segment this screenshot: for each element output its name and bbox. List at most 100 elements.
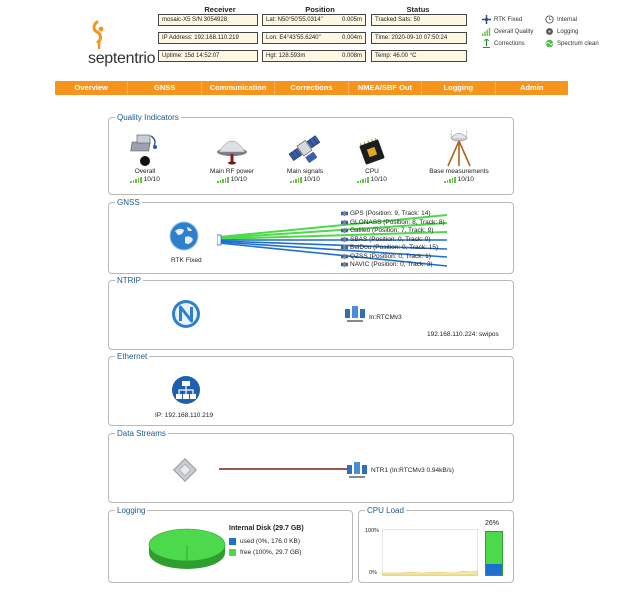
ethernet-ip: IP: 192.168.110.219	[155, 412, 214, 419]
tab-communication[interactable]: Communication	[202, 81, 276, 95]
quality-bars-icon	[130, 176, 142, 183]
tab-overview[interactable]: Overview	[55, 81, 129, 95]
legend-logging: Logging	[545, 27, 578, 36]
datastreams-panel: Data Streams NTR1 (In:RTCMv3 0.94kB/s)	[108, 429, 514, 503]
receiver-ip: IP Address: 192.168.110.219	[158, 32, 258, 44]
brand-name: septentrio	[88, 50, 156, 67]
tab-nmea-sbf-out[interactable]: NMEA/SBF Out	[349, 81, 423, 95]
stream-link-line	[219, 468, 347, 470]
lat-accuracy: 0.005m	[341, 17, 362, 23]
status-temp: Temp: 46.00 °C	[371, 50, 467, 62]
quality-score: 10/10	[457, 176, 474, 183]
constellation-label: BeiDou (Position: 0, Track: 15)	[350, 244, 439, 251]
disk-free: free (100%, 29.7 GB)	[240, 549, 302, 556]
quality-bars-icon	[482, 27, 491, 36]
hgt-value: Hgt: 128.593m	[266, 53, 306, 59]
position-hgt: Hgt: 128.593m 0.008m	[262, 50, 366, 62]
used-swatch	[229, 538, 236, 545]
constellation-label: SBAS (Position: 0, Track: 0)	[350, 235, 431, 243]
gnss-panel: GNSS RTK Fixed GPS (Position: 9, Track: …	[108, 198, 514, 274]
sat-galileo[interactable]: Galileo (Position: 7, Track: 9)	[341, 227, 433, 234]
logging-icon	[546, 28, 553, 35]
tab-logging[interactable]: Logging	[422, 81, 496, 95]
datastream-label: NTR1 (In:RTCMv3 0.94kB/s)	[371, 467, 454, 474]
constellation-label: GLONASS (Position: 8, Track: 8)	[350, 218, 445, 226]
cpu-chip-icon	[359, 137, 385, 165]
legend-label: Corrections	[494, 40, 525, 47]
constellation-label: NAVIC (Position: 0, Track: 3)	[350, 261, 433, 268]
receiver-overall-icon	[130, 134, 157, 166]
lon-value: Lon: E4°43'55.6240"	[266, 35, 321, 41]
quality-label: Main RF power	[209, 168, 255, 175]
quality-base-measurements[interactable]: Base measurements 10/10	[417, 130, 501, 183]
disk-free-row: free (100%, 29.7 GB)	[229, 549, 301, 556]
base-station-icon	[447, 130, 471, 167]
cpu-percent: 26%	[485, 520, 500, 527]
cpu-load-bar	[485, 531, 503, 576]
sat-beidou[interactable]: BeiDou (Position: 0, Track: 15)	[341, 244, 438, 251]
sat-qzss[interactable]: QZSS (Position: 0, Track: 1)	[341, 253, 431, 260]
sat-gps[interactable]: GPS (Position: 9, Track: 14)	[341, 210, 431, 217]
legend-rtk-fixed: RTK Fixed	[482, 15, 522, 24]
ntrip-title: NTRIP	[115, 276, 143, 285]
status-time: Time: 2020-09-10 07:50:24	[371, 32, 467, 44]
quality-overall[interactable]: Overall 10/10	[115, 132, 175, 183]
disk-title: Internal Disk (29.7 GB)	[229, 525, 304, 532]
ethernet-title: Ethernet	[115, 352, 150, 361]
cpu-load-fill	[486, 563, 502, 575]
quality-rf-power[interactable]: Main RF power 10/10	[199, 132, 265, 183]
cpu-axis-top: 100%	[365, 528, 380, 534]
corrections-icon	[482, 39, 491, 48]
quality-bars-icon	[290, 176, 302, 183]
network-stream-icon	[345, 306, 365, 322]
tab-admin[interactable]: Admin	[520, 83, 544, 92]
ethernet-network-icon[interactable]	[171, 375, 201, 405]
satellite-small-icon	[341, 219, 348, 225]
gnss-signal-lines	[217, 214, 448, 267]
ntrip-source: 192.168.110.224: swipos	[427, 331, 499, 338]
datastreams-title: Data Streams	[115, 429, 168, 438]
quality-label: Base measurements	[429, 168, 489, 175]
lon-accuracy: 0.004m	[341, 35, 362, 41]
satellite-small-icon	[341, 261, 348, 268]
ntrip-icon[interactable]	[171, 299, 201, 329]
cpu-panel: CPU Load 100% 0% 26%	[358, 506, 514, 583]
legend-label: Spectrum clean	[557, 40, 599, 47]
globe-icon[interactable]	[169, 221, 199, 251]
internal-icon	[545, 15, 554, 24]
status-sats: Tracked Sats: 50	[371, 14, 467, 26]
tab-corrections[interactable]: Corrections	[275, 81, 349, 95]
satellite-small-icon	[341, 253, 348, 259]
legend-overall-quality: Overall Quality	[482, 27, 533, 36]
sat-navic[interactable]: NAVIC (Position: 0, Track: 3)	[341, 261, 433, 268]
cpu-title: CPU Load	[365, 506, 406, 515]
cpu-history-chart	[382, 529, 478, 576]
satellite-small-icon	[341, 210, 348, 217]
quality-bars-icon	[217, 176, 229, 183]
antenna-icon	[217, 140, 247, 165]
receiver-model: mosaic-X5 S/N 3054928	[158, 14, 258, 26]
quality-cpu[interactable]: CPU 10/10	[347, 132, 397, 183]
quality-main-signals[interactable]: Main signals 10/10	[274, 130, 336, 183]
quality-label: Main signals	[286, 168, 324, 175]
constellation-label: QZSS (Position: 0, Track: 1)	[350, 252, 431, 260]
legend-label: Overall Quality	[494, 28, 534, 35]
legend-label: Logging	[557, 28, 579, 35]
constellation-label: GPS (Position: 9, Track: 14)	[350, 210, 431, 217]
sat-sbas[interactable]: SBAS (Position: 0, Track: 0)	[341, 236, 431, 243]
receiver-module-icon[interactable]	[173, 458, 197, 482]
rtk-fixed-icon	[482, 15, 491, 24]
sat-glonass[interactable]: GLONASS (Position: 8, Track: 8)	[341, 219, 445, 226]
gnss-title: GNSS	[115, 198, 142, 207]
receiver-title: Receiver	[204, 5, 236, 14]
tab-gnss[interactable]: GNSS	[128, 81, 202, 95]
position-lat: Lat: N50°50'55.0314" 0.005m	[262, 14, 366, 26]
legend-label: Internal	[557, 16, 578, 23]
quality-panel: Quality Indicators Overall 10/10 Main RF…	[108, 113, 514, 195]
quality-score: 10/10	[230, 176, 247, 183]
quality-title: Quality Indicators	[115, 113, 181, 122]
constellation-label: Galileo (Position: 7, Track: 9)	[350, 227, 434, 234]
quality-bars-icon	[444, 176, 456, 183]
network-stream-icon	[347, 462, 367, 478]
quality-label: Overall	[134, 168, 156, 175]
